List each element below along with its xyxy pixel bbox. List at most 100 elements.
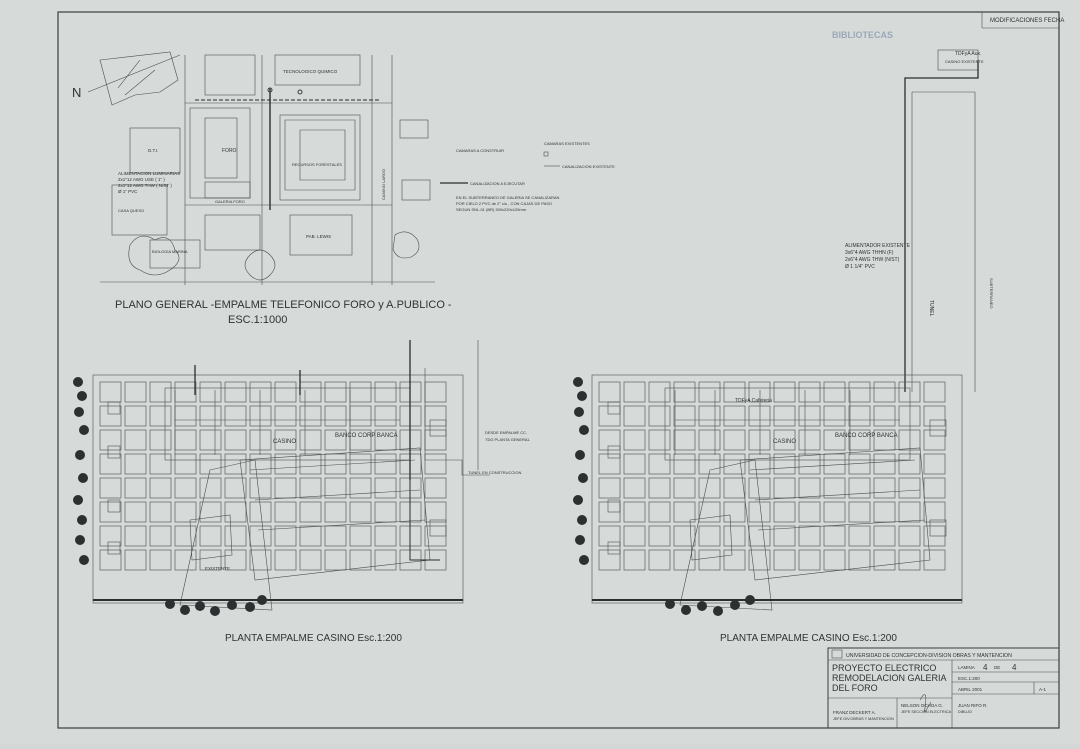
floor-tile — [299, 429, 322, 451]
floor-tile — [623, 453, 646, 475]
floor-tile — [873, 453, 896, 475]
floor-tile — [898, 405, 921, 427]
tree-symbol — [245, 602, 255, 612]
floor-tile — [723, 525, 746, 547]
floor-tile — [324, 525, 347, 547]
tree-symbol — [578, 473, 588, 483]
floor-tile — [249, 381, 272, 403]
floor-tile — [249, 549, 272, 571]
alimentacion-1: ALIMENTACION LUMINARIAS — [118, 171, 180, 176]
tree-symbol — [745, 595, 755, 605]
tree-symbol — [79, 555, 89, 565]
floor-tile — [723, 429, 746, 451]
tree-symbol — [227, 600, 237, 610]
floor-tile — [324, 405, 347, 427]
floor-tile — [923, 381, 946, 403]
floor-tile — [823, 477, 846, 499]
floor-tile — [798, 429, 821, 451]
floor-tile — [648, 477, 671, 499]
floor-tile — [274, 477, 297, 499]
floor-tile — [798, 525, 821, 547]
tree-symbol — [665, 599, 675, 609]
floor-tile — [673, 381, 696, 403]
floor-tile — [598, 549, 621, 571]
floor-tile — [723, 549, 746, 571]
floor-tile — [848, 525, 871, 547]
floor-tile — [898, 477, 921, 499]
floor-tile — [349, 477, 372, 499]
floor-tile — [99, 453, 122, 475]
tb-project-2: REMODELACION GALERIA — [832, 673, 947, 683]
floor-tile — [199, 525, 222, 547]
floor-tile — [424, 477, 447, 499]
floor-tile — [374, 477, 397, 499]
floor-tile — [923, 405, 946, 427]
floor-tile — [149, 477, 172, 499]
floor-tile — [374, 549, 397, 571]
floor-tile — [723, 453, 746, 475]
floor-tile — [898, 549, 921, 571]
tb-university: UNIVERSIDAD DE CONCEPCION-DIVISION OBRAS… — [846, 653, 1012, 659]
floor-tile — [598, 429, 621, 451]
floor-tile — [623, 525, 646, 547]
tree-symbol — [180, 605, 190, 615]
floor-tile — [274, 525, 297, 547]
right-tdfya-label: TDFyA Cafeteria — [735, 398, 772, 404]
floor-tile — [748, 429, 771, 451]
floor-tile — [823, 453, 846, 475]
floor-tile — [224, 501, 247, 523]
tb-sheet-no: 4 — [983, 663, 988, 672]
tree-symbol — [573, 495, 583, 505]
floor-tile — [823, 381, 846, 403]
floor-tile — [648, 525, 671, 547]
floor-tile — [698, 549, 721, 571]
tb-person-1: FRANZ DECKERT A. — [833, 710, 876, 715]
label-dti: D.T.I. — [148, 148, 159, 153]
floor-tile — [773, 501, 796, 523]
floor-tile — [99, 525, 122, 547]
floor-tile — [124, 429, 147, 451]
floor-tile — [149, 453, 172, 475]
floor-tile — [174, 405, 197, 427]
floor-tile — [349, 549, 372, 571]
floor-tile — [424, 429, 447, 451]
floor-tile — [798, 405, 821, 427]
floor-tile — [324, 429, 347, 451]
tree-symbol — [577, 391, 587, 401]
floor-tile — [174, 501, 197, 523]
tb-sheet-of: DE — [994, 665, 1000, 670]
floor-tile — [249, 429, 272, 451]
left-tunel-label: TUNEL EN CONSTRUCCION — [468, 470, 522, 475]
floor-tile — [648, 381, 671, 403]
floor-tile — [623, 405, 646, 427]
floor-tile — [873, 501, 896, 523]
tree-symbol — [697, 601, 707, 611]
floor-tile — [249, 501, 272, 523]
floor-tile — [274, 405, 297, 427]
floor-tile — [798, 453, 821, 475]
floor-tile — [598, 453, 621, 475]
tree-symbol — [75, 450, 85, 460]
legend-note-2: POR CIELO 2 PVC de 2" c/u , CON CAJAS DE… — [456, 201, 552, 206]
floor-tile — [698, 405, 721, 427]
floor-tile — [224, 405, 247, 427]
floor-tile — [199, 501, 222, 523]
floor-tile — [598, 525, 621, 547]
tree-symbol — [575, 535, 585, 545]
floor-tile — [848, 549, 871, 571]
watermark-logo: BIBLIOTECAS — [832, 30, 893, 40]
legend-to-build: CAMARAS A CONSTRUIR — [456, 148, 504, 153]
floor-tile — [623, 477, 646, 499]
floor-tile — [873, 405, 896, 427]
feeder-label-2: 3x6"4 AWG THHN (F) — [845, 250, 894, 256]
floor-tile — [424, 501, 447, 523]
floor-tile — [124, 405, 147, 427]
casino-plan-right: CASINO BANCO CORP BANCA TDFyA Cafeteria … — [591, 374, 963, 644]
tb-code: A-1 — [1039, 687, 1047, 692]
legend-canal-new: CANALIZACION A EJECUTAR — [470, 181, 525, 186]
site-plan: N TECNOLOGICO QUIMICO — [72, 51, 615, 326]
floor-tile — [224, 525, 247, 547]
floor-tile — [299, 525, 322, 547]
trees-left — [73, 377, 267, 616]
